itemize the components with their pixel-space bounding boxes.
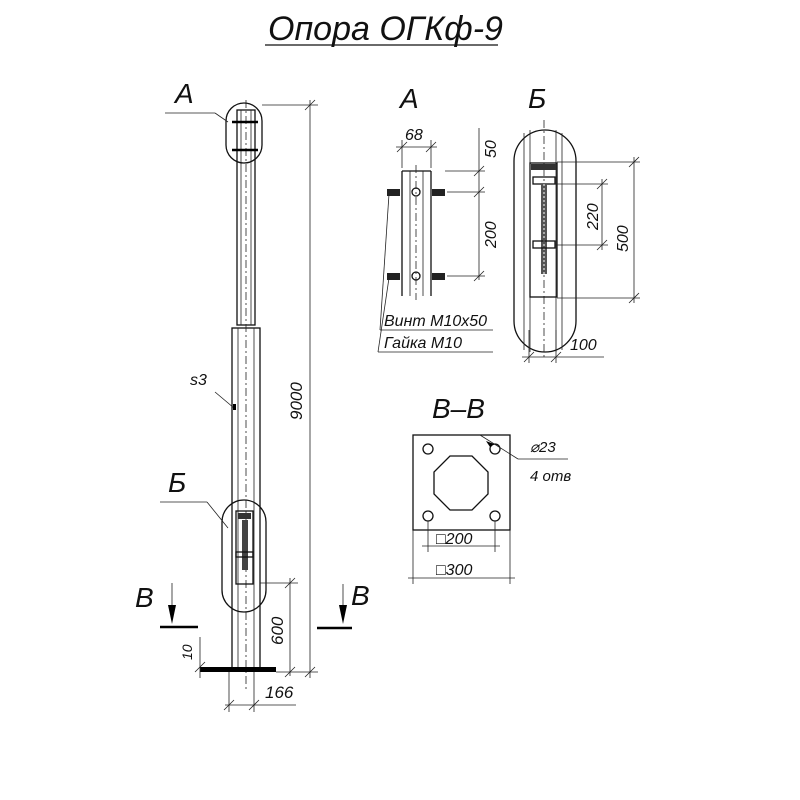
callout-b-oval	[221, 499, 267, 613]
callout-a-oval	[225, 102, 263, 164]
thickness-label: s3	[190, 372, 207, 389]
mounting-hole	[489, 510, 501, 522]
hole-count-label: 4 отв	[530, 468, 571, 485]
view-a-spacing-dim: 200	[483, 221, 500, 249]
view-b-oval	[513, 129, 577, 353]
detail-view-b: Б 220 500 100	[513, 83, 640, 363]
base-plate	[200, 667, 276, 672]
mounting-hole	[422, 510, 434, 522]
drawing-title: Опора ОГКф-9	[268, 10, 503, 48]
mounting-hole	[489, 443, 501, 455]
section-arrow-right-icon	[339, 605, 347, 624]
view-a-width-dim: 68	[405, 127, 423, 144]
section-vv-view: В–В ⌀23 4 отв □200 □300	[408, 393, 571, 584]
section-mark-left: В	[135, 582, 154, 613]
nut-label: Гайка М10	[384, 335, 462, 352]
view-b-inner-dim: 220	[585, 203, 602, 231]
section-vv-label: В–В	[432, 393, 485, 424]
screw-label: Винт М10х50	[384, 313, 487, 330]
octagon-pole-section	[433, 455, 489, 511]
view-a-offset-dim: 50	[483, 140, 500, 158]
callout-a-label: А	[173, 78, 194, 109]
base-plate-square	[412, 434, 511, 531]
callout-b-label: Б	[168, 467, 186, 498]
section-mark-right: В	[351, 580, 370, 611]
base-height-dim-label: 600	[268, 616, 287, 645]
plate-thickness-dim-label: 10	[179, 644, 195, 660]
bolt-hole-top	[411, 187, 421, 197]
section-arrow-left-icon	[168, 605, 176, 624]
inner-square-dim: □200	[436, 531, 472, 548]
view-a-label: А	[398, 83, 419, 114]
width-dim-label: 166	[265, 683, 294, 702]
view-b-label: Б	[528, 83, 546, 114]
pole-main-view: s3 А Б 9000 600 10	[135, 78, 370, 712]
bolt-hole-bottom	[411, 271, 421, 281]
height-dim-label: 9000	[287, 382, 306, 420]
hole-diameter-label: ⌀23	[530, 439, 556, 456]
detail-view-a: А 50 200 68 Винт М10х50 Гайка М10	[377, 83, 500, 353]
mounting-hole	[422, 443, 434, 455]
outer-square-dim: □300	[436, 562, 472, 579]
view-b-outer-dim: 500	[615, 225, 632, 252]
view-b-width-dim: 100	[570, 337, 597, 354]
